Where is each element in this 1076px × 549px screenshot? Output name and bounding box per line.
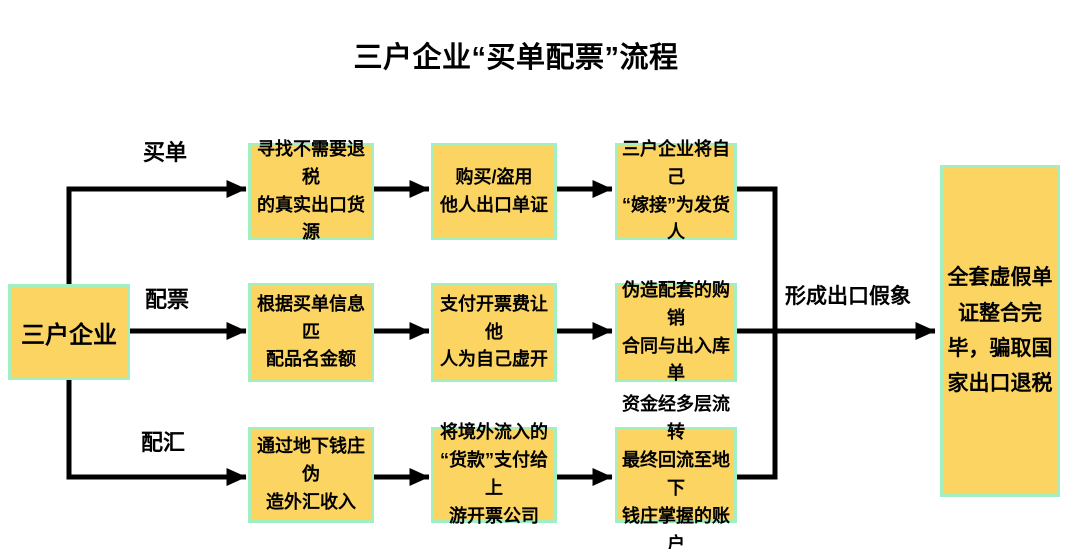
step-label: 资金经多层流转 最终回流至地下 钱庄掌握的账户 xyxy=(622,394,730,549)
step-box-row2-col1: 根据买单信息匹 配品名金额 xyxy=(248,283,374,382)
step-label: 根据买单信息匹 配品名金额 xyxy=(257,293,365,370)
step-label: 将境外流入的 “货款”支付给上 游开票公司 xyxy=(440,422,548,526)
result-box: 全套虚假单 证整合完 毕，骗取国 家出口退税 xyxy=(940,165,1060,497)
step-box-row3-col3: 资金经多层流转 最终回流至地下 钱庄掌握的账户 xyxy=(615,394,737,549)
step-label: 伪造配套的购销 合同与出入库单 xyxy=(622,279,730,384)
step-box-row2-col2: 支付开票费让他 人为自己虚开 xyxy=(431,283,557,382)
branch-arrow-top xyxy=(66,180,247,286)
branch-label-maidan: 买单 xyxy=(142,140,187,165)
step-label: 寻找不需要退税 的真实出口货源 xyxy=(257,138,365,243)
step-label: 购买/盗用 他人出口单证 xyxy=(440,166,548,215)
step-box-row1-col3: 三户企业将自己 “嫁接”为发货人 xyxy=(615,139,737,242)
step-label: 三户企业将自己 “嫁接”为发货人 xyxy=(622,138,730,243)
step-box-row2-col3: 伪造配套的购销 合同与出入库单 xyxy=(615,280,737,383)
branch-arrow-bottom xyxy=(66,378,247,487)
step-box-row3-col1: 通过地下钱庄伪 造外汇收入 xyxy=(248,427,374,523)
step-box-row1-col1: 寻找不需要退税 的真实出口货源 xyxy=(248,139,374,242)
page-title: 三户企业“买单配票”流程 xyxy=(353,42,679,74)
step-box-row3-col2: 将境外流入的 “货款”支付给上 游开票公司 xyxy=(431,422,557,526)
result-box-label: 全套虚假单 证整合完 毕，骗取国 家出口退税 xyxy=(947,266,1053,396)
merge-label: 形成出口假象 xyxy=(785,285,911,308)
step-label: 通过地下钱庄伪 造外汇收入 xyxy=(257,436,365,512)
step-label: 支付开票费让他 人为自己虚开 xyxy=(440,293,548,370)
source-box-label: 三户企业 xyxy=(21,321,117,349)
source-box: 三户企业 xyxy=(8,284,130,380)
branch-label-peihui: 配汇 xyxy=(140,430,185,455)
step-box-row1-col2: 购买/盗用 他人出口单证 xyxy=(431,143,557,240)
branch-label-peipiao: 配票 xyxy=(144,287,189,312)
